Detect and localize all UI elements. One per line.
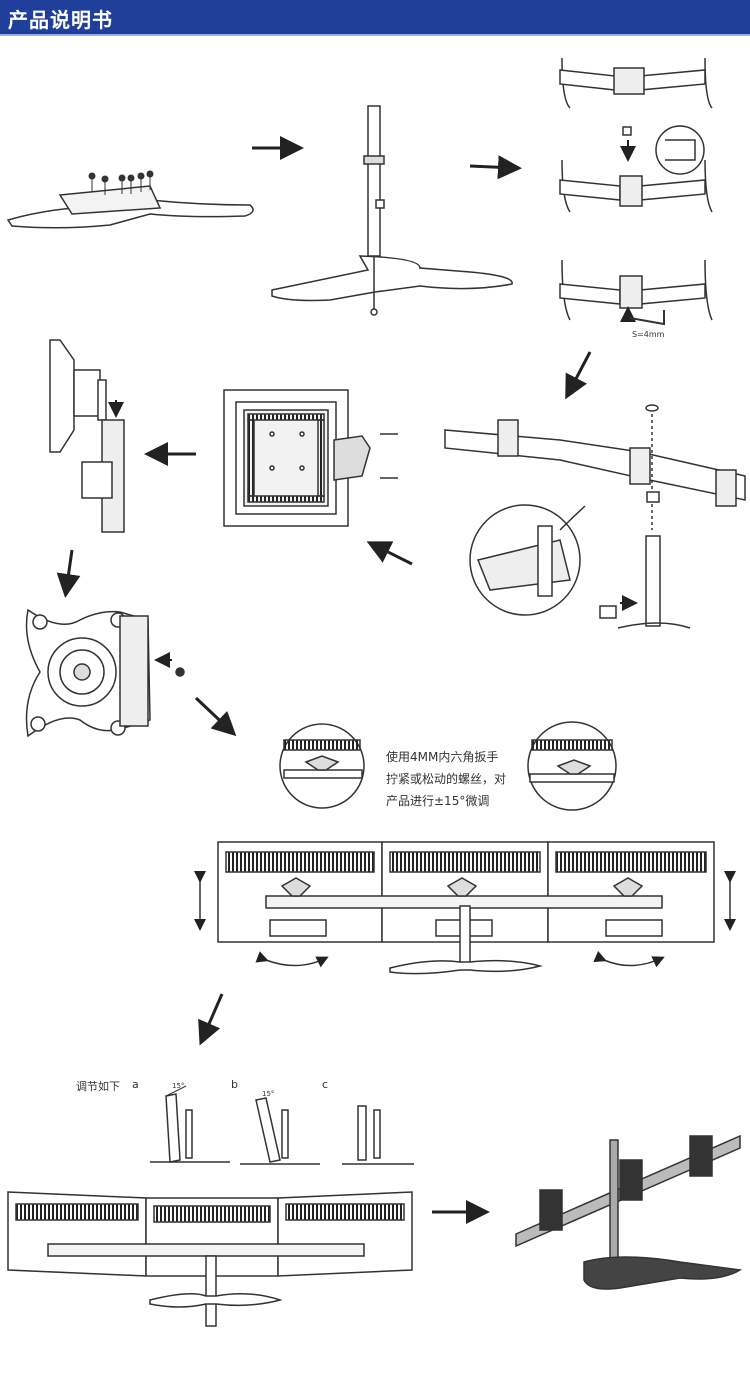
page-header: 产品说明书 [0,0,750,34]
angle-b-label: 15° [262,1090,275,1098]
adjust-label: 调节如下 [76,1080,120,1093]
step-arrow-icon [198,993,224,1046]
step-arrow-icon [366,541,413,566]
tilt-note: 使用4MM内六角扳手 拧紧或松动的螺丝，对 产品进行±15°微调 [386,746,526,812]
step12-final-product [515,1134,743,1290]
step-arrow-icon [565,351,592,400]
step-arrow-icon [56,549,81,598]
angle-a-label: 15° [172,1082,185,1090]
step9-triple-monitors [194,841,736,975]
header-divider [0,34,750,36]
hex-key-icon [629,310,665,326]
step1-base-with-screws [6,170,254,229]
swivel-arrow-icon [255,950,665,968]
step4-rail-on-pole [444,404,746,629]
option-b-label: b [231,1078,238,1091]
step-arrow-icon [469,155,522,180]
step2-pole-on-base [271,105,513,316]
step10-tilt-options [150,1085,414,1165]
page-title: 产品说明书 [8,8,113,32]
step3-rail-join [559,57,713,326]
screw-icon [88,170,154,195]
option-a-label: a [132,1078,139,1091]
step11-front-view [7,1191,413,1327]
step6-side-attach [49,339,125,533]
tilt-note-line3: 产品进行±15°微调 [386,794,490,808]
tilt-note-line1: 使用4MM内六角扳手 [386,750,499,764]
option-c-label: c [322,1078,329,1091]
step5-vesa-plate [223,389,398,527]
hex-key-size-label: S=4mm [632,330,665,339]
step7-plate-screw [25,608,185,738]
step-arrow-icon [194,696,237,737]
step8-tilt-closeups [279,721,617,811]
tilt-note-line2: 拧紧或松动的螺丝，对 [386,772,507,786]
instruction-diagram [6,57,746,1327]
vertical-adjust-icon [194,871,736,931]
